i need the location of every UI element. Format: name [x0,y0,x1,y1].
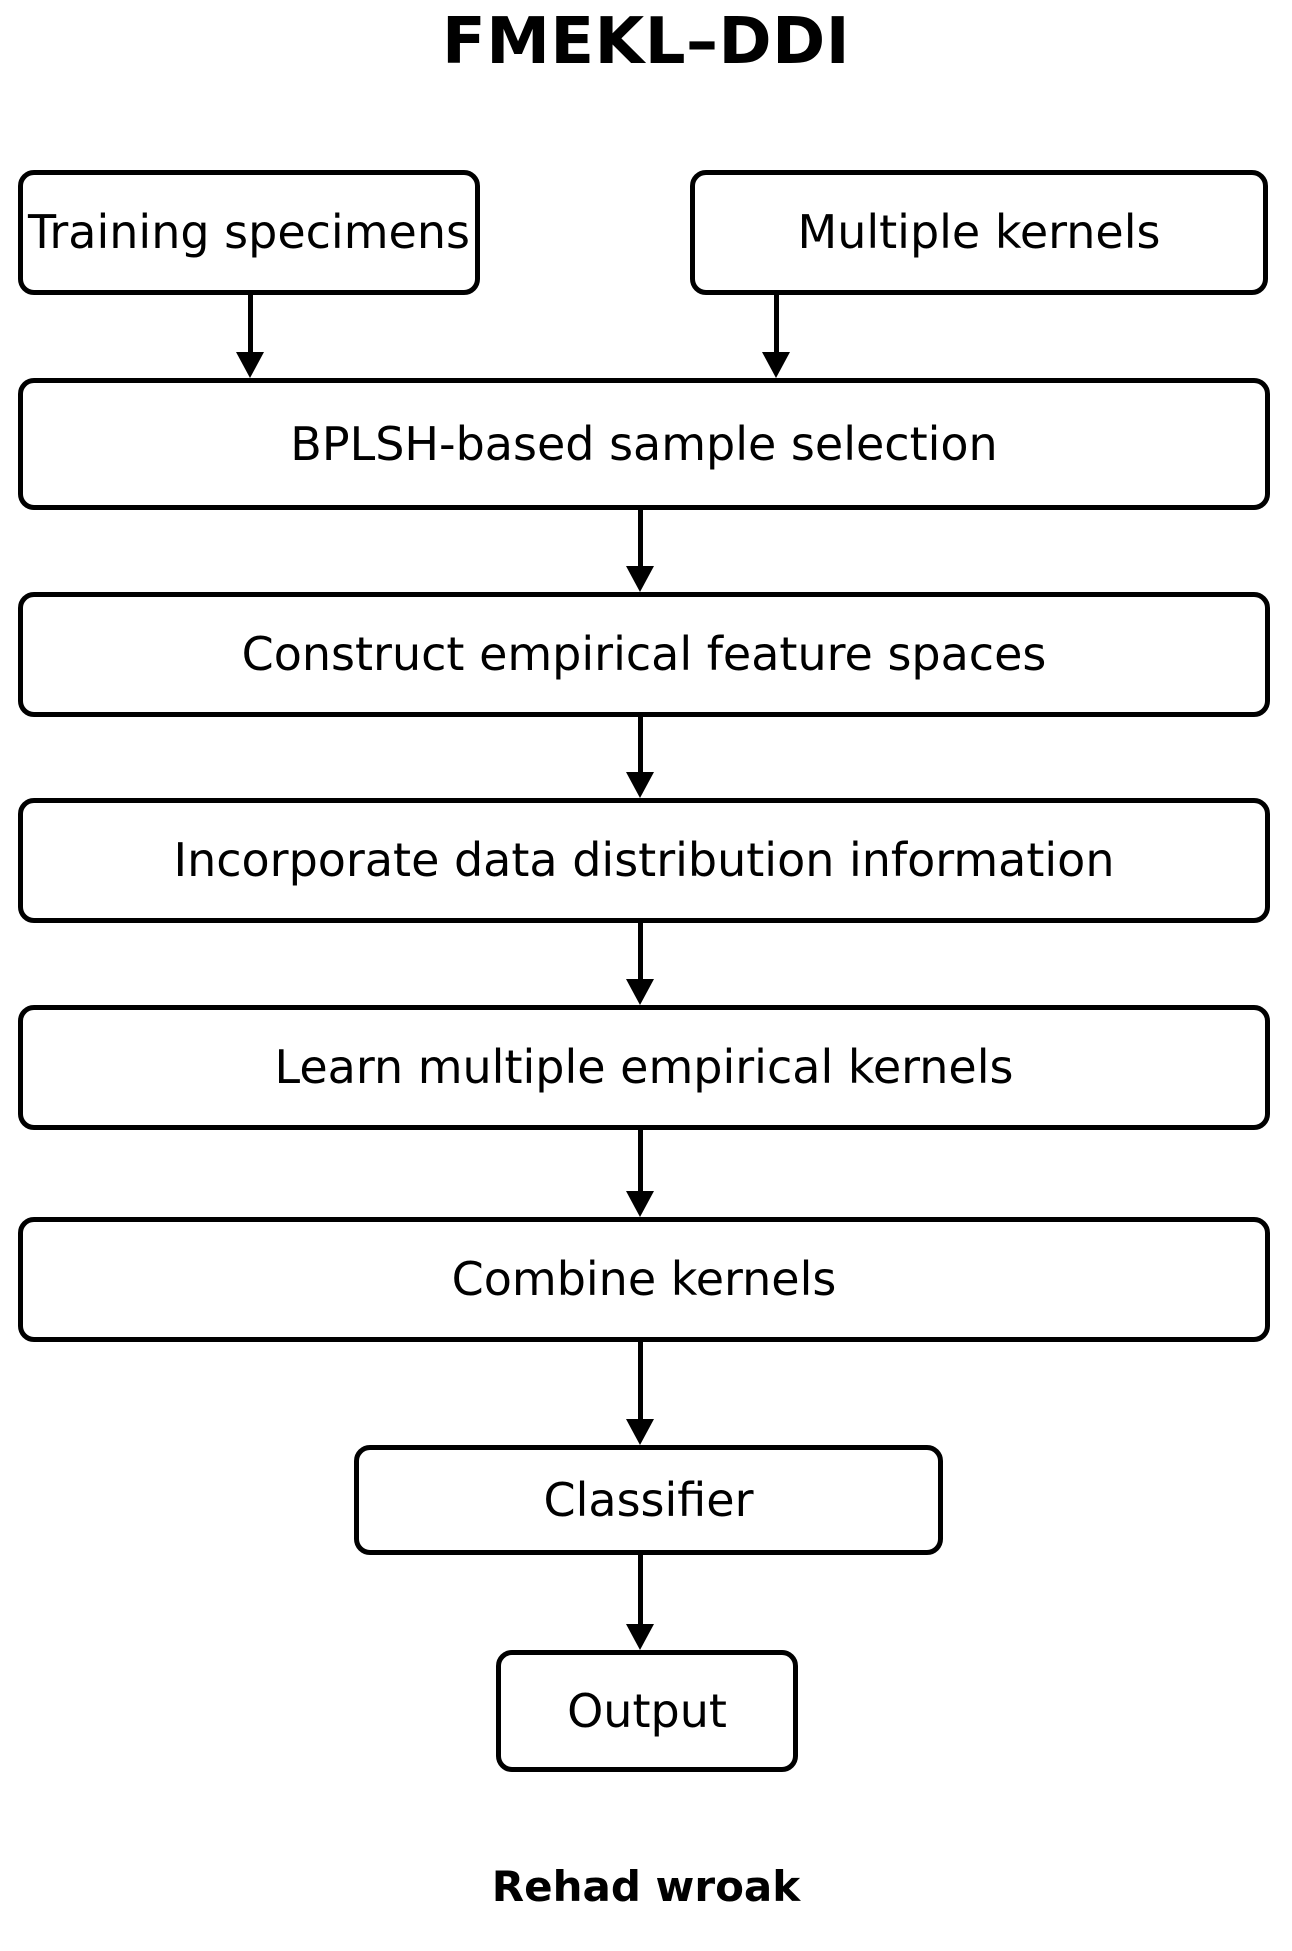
node-bplsh-sample-selection[interactable]: BPLSH-based sample selection [18,378,1270,510]
edge-incorporate-to-learn [625,923,655,1005]
node-learn-kernels[interactable]: Learn multiple empirical kernels [18,1005,1270,1130]
node-output[interactable]: Output [496,1650,798,1772]
node-label: BPLSH-based sample selection [290,416,998,471]
arrowhead-icon [626,566,654,592]
arrowhead-icon [236,352,264,378]
node-classifier[interactable]: Classifier [354,1445,943,1555]
node-label: Multiple kernels [797,205,1161,260]
node-label: Incorporate data distribution informatio… [173,833,1115,888]
node-label: Combine kernels [451,1252,837,1307]
node-label: Classifier [543,1472,754,1527]
arrowhead-icon [762,352,790,378]
arrowhead-icon [626,1191,654,1217]
edge-shaft [637,717,643,772]
node-label: Output [567,1683,727,1738]
edge-shaft [637,510,643,566]
arrowhead-icon [626,772,654,798]
node-label: Learn multiple empirical kernels [274,1040,1014,1095]
node-label: Construct empirical feature spaces [241,627,1047,682]
node-label: Training specimens [28,205,470,260]
node-multiple-kernels[interactable]: Multiple kernels [690,170,1268,295]
edge-combine-to-classifier [625,1342,655,1445]
arrowhead-icon [626,979,654,1005]
edge-training-to-bplsh [235,295,265,378]
edge-construct-to-incorporate [625,717,655,798]
node-combine-kernels[interactable]: Combine kernels [18,1217,1270,1342]
node-incorporate-distribution[interactable]: Incorporate data distribution informatio… [18,798,1270,923]
edge-shaft [637,1130,643,1191]
page-title: FMEKL–DDI [441,5,851,79]
edge-bplsh-to-construct [625,510,655,592]
arrowhead-icon [626,1419,654,1445]
edge-shaft [637,1555,643,1624]
figure-caption: Rehad wroak [491,1862,801,1911]
arrowhead-icon [626,1624,654,1650]
node-training-specimens[interactable]: Training specimens [18,170,480,295]
edge-classifier-to-output [625,1555,655,1650]
edge-shaft [773,295,779,352]
edge-kernels-to-bplsh [761,295,791,378]
edge-shaft [637,1342,643,1419]
node-construct-feature-spaces[interactable]: Construct empirical feature spaces [18,592,1270,717]
edge-learn-to-combine [625,1130,655,1217]
edge-shaft [247,295,253,352]
edge-shaft [637,923,643,979]
